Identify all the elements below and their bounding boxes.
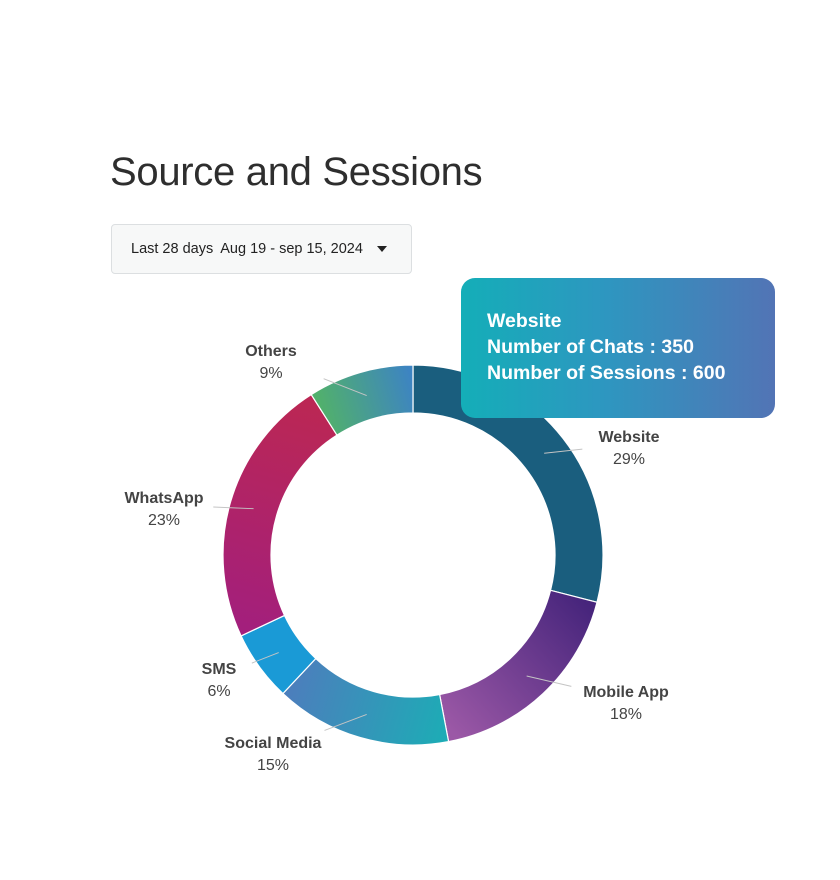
date-range-dropdown[interactable]: Last 28 days Aug 19 - sep 15, 2024 [111, 224, 412, 274]
chart-tooltip: Website Number of Chats : 350 Number of … [461, 278, 775, 418]
tooltip-source: Website [487, 310, 562, 332]
chevron-down-icon [376, 246, 387, 252]
donut-slice-social-media[interactable] [282, 657, 450, 746]
slice-percent-label: 6% [207, 683, 230, 700]
page-title: Source and Sessions [110, 150, 483, 194]
slice-name-label: SMS [202, 661, 237, 678]
leader-line [251, 652, 279, 664]
slice-percent-label: 18% [610, 706, 642, 723]
tooltip-sessions: Number of Sessions : 600 [487, 362, 726, 384]
slice-percent-label: 23% [148, 512, 180, 529]
slice-percent-label: 9% [259, 365, 282, 382]
date-period-label: Last 28 days [131, 241, 214, 257]
slice-name-label: Mobile App [583, 684, 669, 701]
slice-name-label: Others [245, 343, 297, 360]
donut-slice-whatsapp[interactable] [222, 393, 338, 637]
date-range-label: Aug 19 - sep 15, 2024 [220, 241, 363, 257]
slice-name-label: Website [598, 429, 659, 446]
leader-line [213, 506, 254, 510]
leader-line [526, 675, 572, 687]
donut-slice-mobile-app[interactable] [438, 589, 598, 743]
leader-line [323, 378, 367, 397]
donut-slice-others[interactable] [310, 364, 414, 436]
slice-name-label: Social Media [225, 735, 322, 752]
tooltip-chats: Number of Chats : 350 [487, 336, 694, 358]
slice-name-label: WhatsApp [124, 490, 203, 507]
slice-percent-label: 15% [257, 757, 289, 774]
slice-percent-label: 29% [613, 451, 645, 468]
leader-line [324, 713, 367, 731]
leader-line [544, 448, 583, 454]
